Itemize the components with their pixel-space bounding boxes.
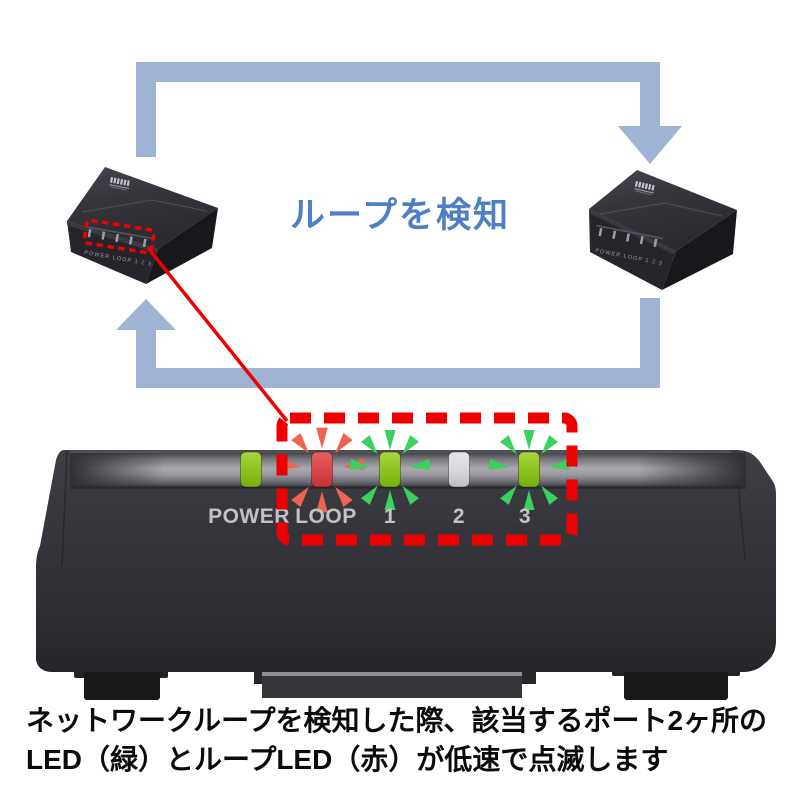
device-lid-seam xyxy=(81,199,208,213)
led-groove-shadow xyxy=(70,486,746,489)
port2-led-label: 2 xyxy=(453,505,465,528)
device-front-face xyxy=(589,209,676,290)
device-top-face xyxy=(589,170,737,251)
led-highlight-box xyxy=(276,412,578,546)
caption: ネットワークループを検知した際、該当するポート2ヶ所の LED（緑）とループLE… xyxy=(26,701,767,779)
network-switch-right: POWER LOOP 1 2 3 xyxy=(589,170,737,290)
front-led-ticks xyxy=(85,225,153,248)
power-led-label: POWER xyxy=(208,505,290,528)
device-lid-seam xyxy=(599,202,723,217)
device-side-face xyxy=(662,210,737,290)
loop-detect-label: ループを検知 xyxy=(290,196,510,235)
device-top-face xyxy=(67,167,218,249)
port1-led-label: 1 xyxy=(384,505,396,528)
port1-led xyxy=(379,451,401,488)
loop-arrows xyxy=(116,62,682,388)
brand-logo xyxy=(634,181,655,195)
caption-line-2: LED（緑）とループLED（赤）が低速で点滅します xyxy=(26,744,669,775)
switch-body xyxy=(36,450,776,672)
front-led-ticks xyxy=(596,224,664,248)
device-side-face xyxy=(146,208,218,284)
port2-led xyxy=(448,451,470,488)
power-led xyxy=(240,451,262,488)
brand-logo xyxy=(109,177,130,191)
caption-line-1: ネットワークループを検知した際、該当するポート2ヶ所の xyxy=(26,705,768,736)
callout-line xyxy=(146,246,289,423)
port3-led xyxy=(518,451,540,488)
loop-led-label: LOOP xyxy=(295,505,357,528)
loop-arrow-bottom xyxy=(116,298,660,388)
switch-front-panel: POWER LOOP 1 2 3 xyxy=(36,427,776,700)
led-groove-fade xyxy=(70,453,746,487)
switch-top-highlight xyxy=(70,450,730,453)
port3-led-label: 3 xyxy=(519,505,531,528)
network-switch-left: POWER LOOP 1 2 3 xyxy=(67,167,218,284)
left-endcap-seam xyxy=(61,451,68,567)
device-front-bevel xyxy=(67,221,158,253)
loop-led xyxy=(311,451,333,488)
loop-arrow-top xyxy=(136,62,682,164)
switch-feet xyxy=(74,662,740,700)
